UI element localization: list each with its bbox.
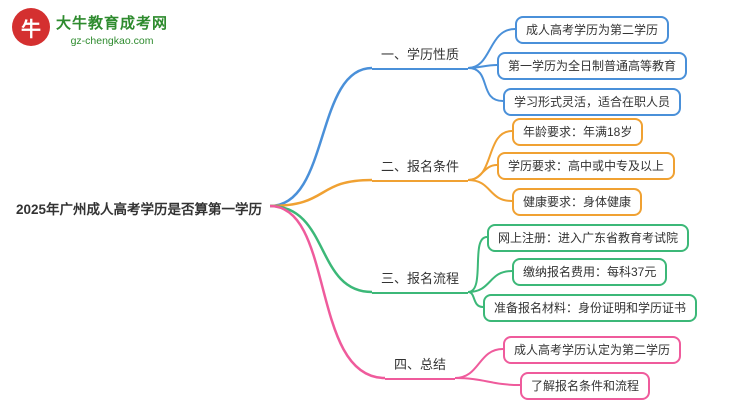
branch-2-label: 二、报名条件 [372, 156, 468, 182]
leaf-node: 准备报名材料：身份证明和学历证书 [483, 294, 698, 322]
leaf-node: 年龄要求：年满18岁 [512, 118, 644, 146]
leaf-node: 缴纳报名费用：每科37元 [512, 258, 668, 286]
leaf-node: 网上注册：进入广东省教育考试院 [487, 224, 690, 252]
leaf-node: 第一学历为全日制普通高等教育 [497, 52, 688, 80]
logo-title: 大牛教育成考网 [56, 15, 169, 32]
logo-text: 大牛教育成考网 gz-chengkao.com [56, 8, 168, 47]
leaf-node: 成人高考学历认定为第二学历 [503, 336, 682, 364]
leaf-node: 健康要求：身体健康 [512, 188, 643, 216]
site-logo: 牛 大牛教育成考网 gz-chengkao.com [12, 8, 168, 47]
branch-4-label: 四、总结 [385, 354, 455, 380]
leaf-node: 成人高考学历为第二学历 [515, 16, 670, 44]
logo-bull-icon: 牛 [12, 8, 50, 46]
branch-1-label: 一、学历性质 [372, 44, 468, 70]
leaf-node: 学历要求：高中或中专及以上 [497, 152, 676, 180]
leaf-node: 了解报名条件和流程 [520, 372, 651, 400]
logo-domain: gz-chengkao.com [70, 35, 154, 47]
branch-3-label: 三、报名流程 [372, 268, 468, 294]
mindmap-root-node: 2025年广州成人高考学历是否算第一学历 [16, 202, 263, 217]
leaf-node: 学习形式灵活，适合在职人员 [503, 88, 682, 116]
